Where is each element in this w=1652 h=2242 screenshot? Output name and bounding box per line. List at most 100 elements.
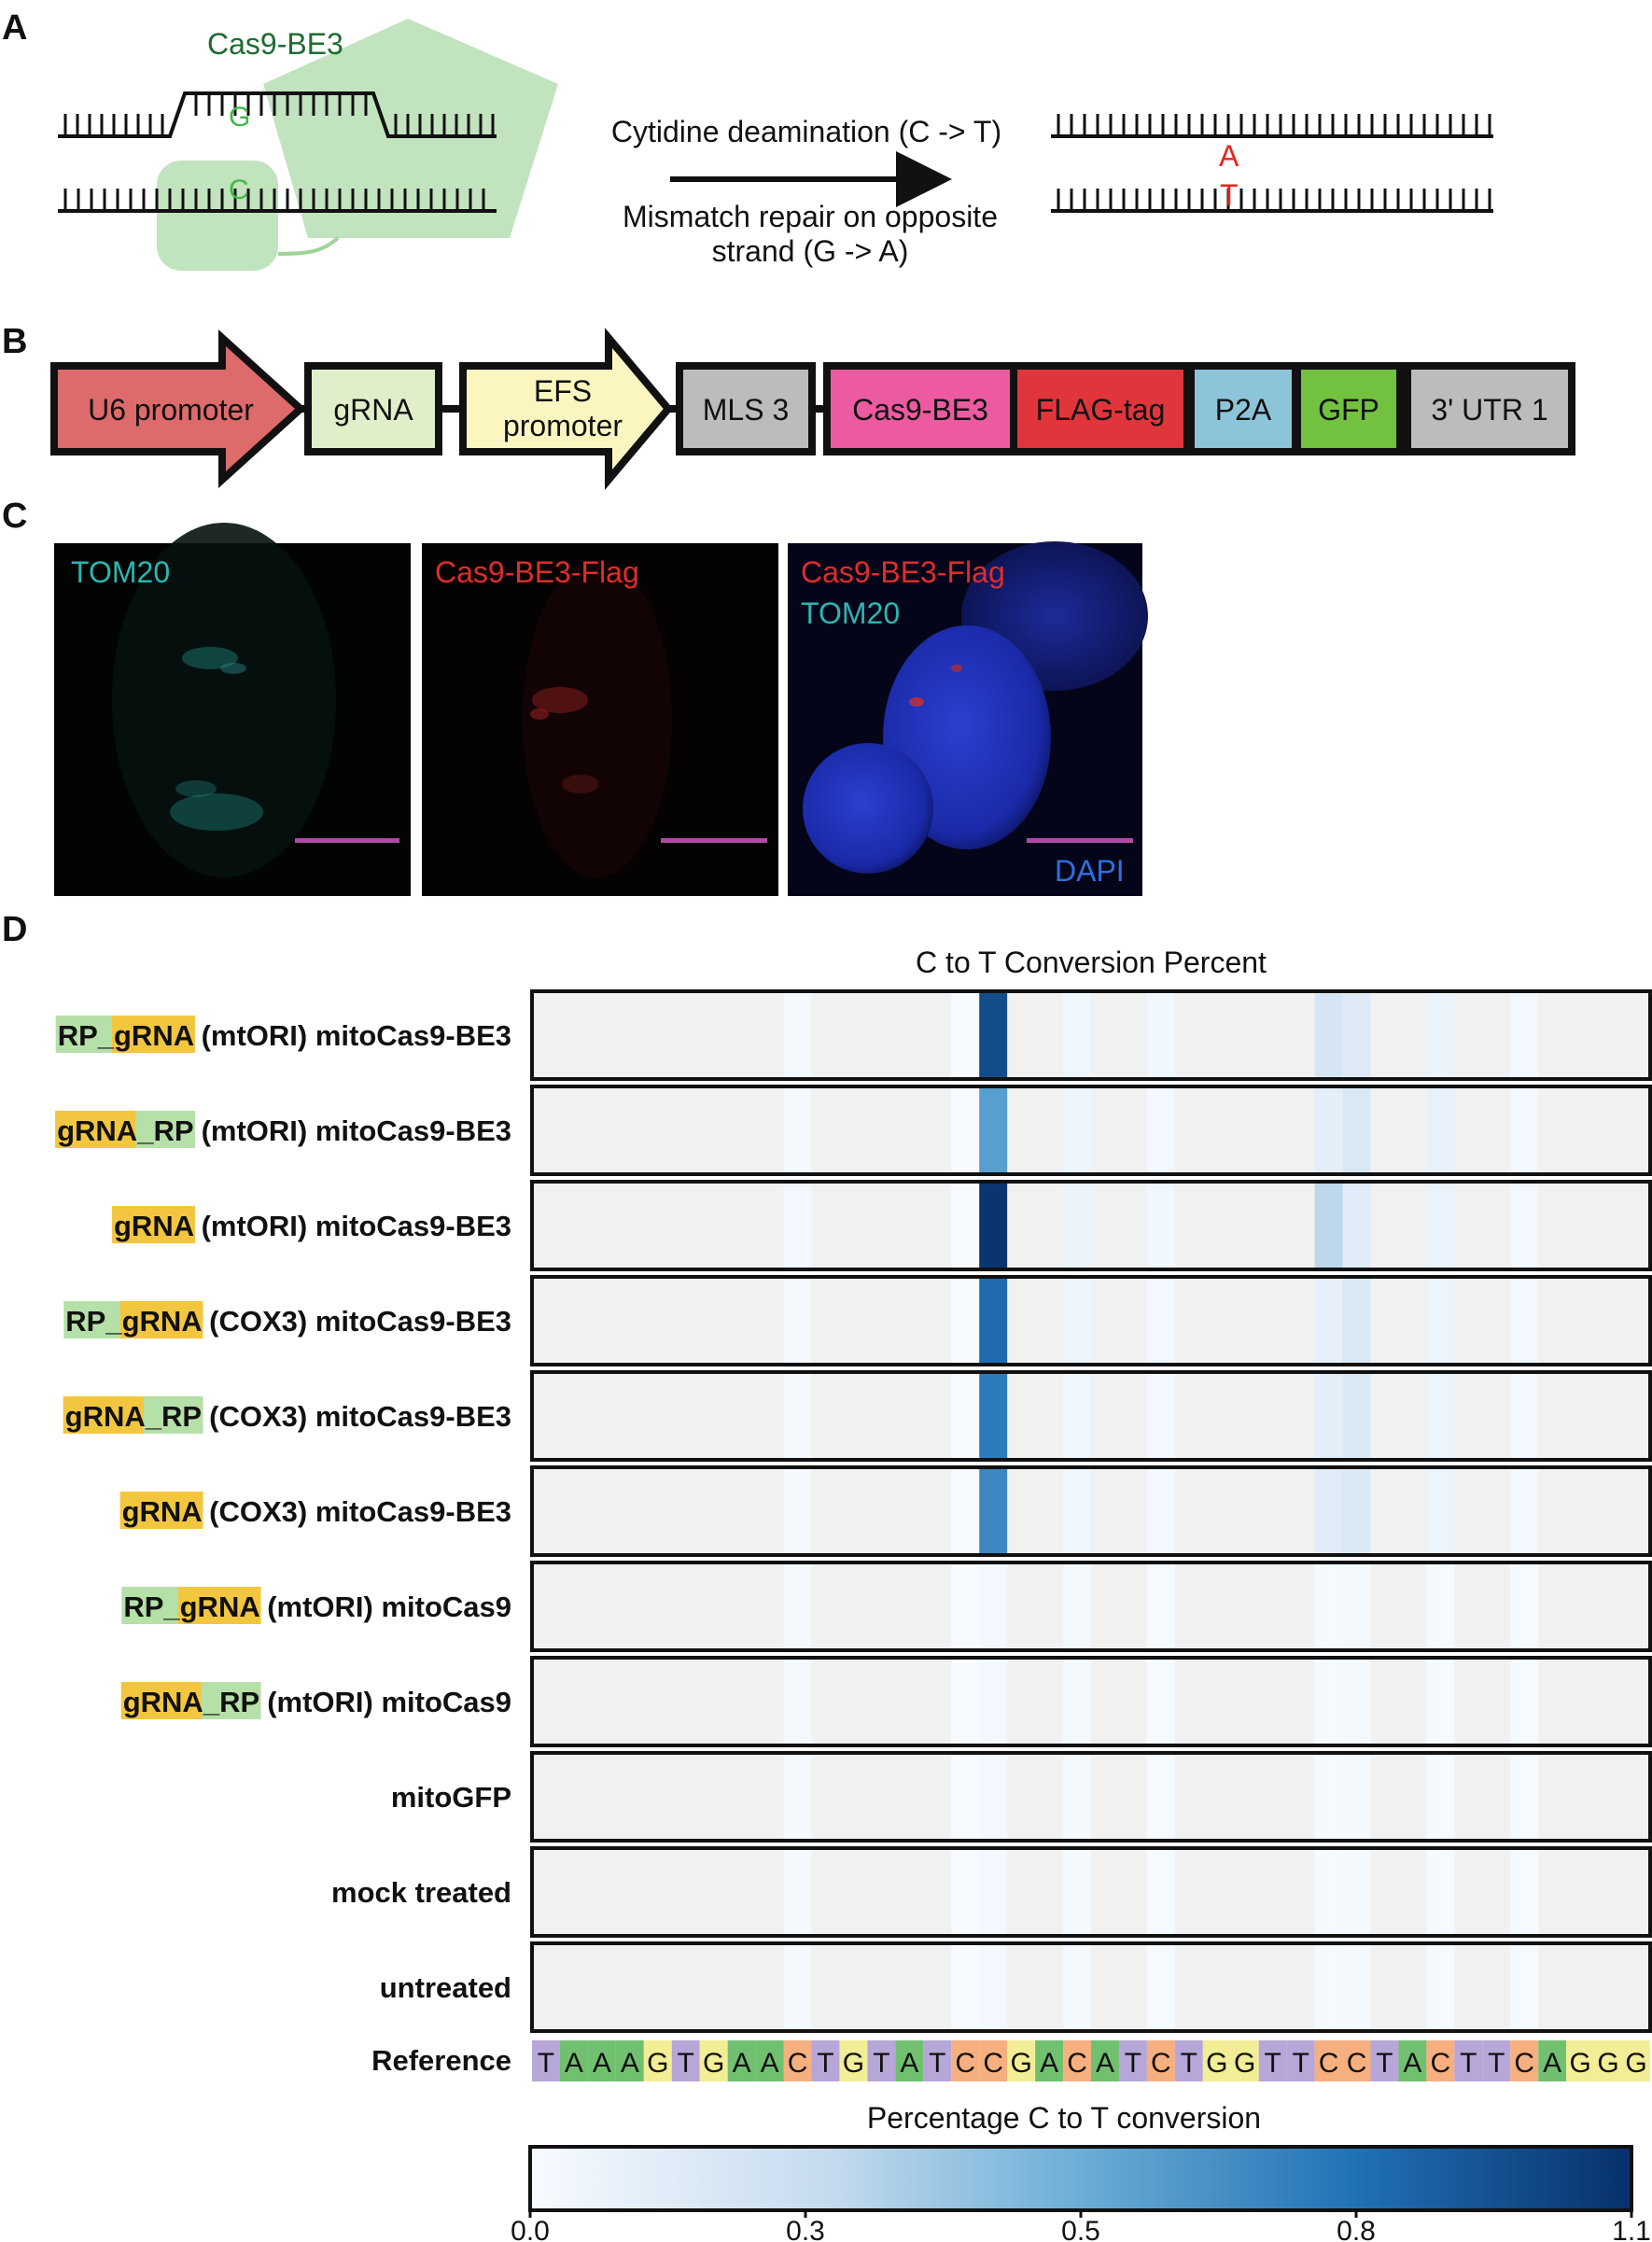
colorbar-title: Percentage C to T conversion — [867, 2101, 1261, 2135]
row-label-part: (COX3) mitoCas9-BE3 — [202, 1305, 511, 1338]
reference-base: T — [1460, 2048, 1477, 2079]
reference-base: G — [1206, 2048, 1227, 2079]
flag-tag-box — [1010, 362, 1191, 455]
colorbar-tick-label: 0.8 — [1337, 2216, 1376, 2242]
micrograph-merge: Cas9-BE3-Flag TOM20 DAPI — [788, 541, 1148, 896]
heatmap-cell — [1342, 1184, 1371, 1268]
reference-base-box — [1342, 2040, 1371, 2081]
merge-flag-label: Cas9-BE3-Flag — [801, 555, 1005, 589]
reference-base: T — [1125, 2048, 1141, 2079]
deaminase-domain-shape — [157, 161, 278, 271]
reference-base-box — [1482, 2040, 1511, 2081]
reference-base-box — [1063, 2040, 1091, 2081]
row-label-part: mock treated — [331, 1876, 511, 1909]
heatmap-cell — [979, 993, 1008, 1077]
micrograph-tom20: TOM20 — [54, 523, 411, 896]
heatmap-row-border — [530, 1561, 1652, 1652]
heatmap-cell — [783, 1660, 812, 1744]
heatmap-cell — [1146, 1850, 1175, 1934]
reference-base-box — [783, 2040, 812, 2081]
reference-base-box — [923, 2040, 952, 2081]
heatmap-cell — [951, 1279, 980, 1363]
colorbar-tick-label: 0.5 — [1061, 2216, 1100, 2242]
heatmap-cell — [783, 1564, 812, 1648]
reference-base: T — [1376, 2048, 1393, 2079]
heatmap-cell — [783, 1945, 812, 2029]
panel-letter-a: A — [2, 8, 27, 48]
gfp-label: GFP — [1318, 393, 1379, 427]
heatmap-cell — [1426, 1184, 1455, 1268]
heatmap-cell — [951, 1850, 980, 1934]
panel-letter-d: D — [2, 910, 27, 949]
gfp-box — [1294, 362, 1404, 455]
efs-promoter-arrow — [459, 328, 674, 490]
tom20-label: TOM20 — [71, 555, 170, 589]
arrow-text-bottom-2: strand (G -> A) — [712, 234, 909, 268]
heatmap-cell — [1426, 1374, 1455, 1458]
reference-base: C — [1431, 2048, 1451, 2079]
reference-base: A — [761, 2048, 779, 2079]
micrograph-flag: Cas9-BE3-Flag — [422, 543, 778, 896]
heatmap-cell — [1510, 1945, 1539, 2029]
reference-base-box — [1454, 2040, 1483, 2081]
top-base-g: G — [229, 102, 250, 133]
heatmap-cell — [951, 1945, 980, 2029]
row-label-part: gRNA — [114, 1019, 194, 1052]
row-label-part: gRNA — [65, 1400, 146, 1433]
row-label: RP_gRNA (mtORI) mitoCas9-BE3 — [58, 1019, 511, 1052]
row-label-highlight — [177, 1587, 261, 1624]
row-label-highlight — [120, 1682, 205, 1719]
merge-tom20-label: TOM20 — [801, 596, 900, 630]
reference-base: T — [929, 2048, 945, 2079]
heatmap-cell — [783, 1850, 812, 1934]
reference-base-box — [1007, 2040, 1036, 2081]
heatmap-cell — [1342, 1088, 1371, 1172]
cas9-be3-label: Cas9-BE3 — [207, 27, 343, 61]
reference-base: T — [538, 2048, 554, 2079]
reference-base-box — [1286, 2040, 1315, 2081]
reference-base: C — [788, 2048, 808, 2079]
reference-base-box — [587, 2040, 616, 2081]
reference-base-box — [1426, 2040, 1455, 2081]
reference-base-box — [559, 2040, 588, 2081]
row-label-part: gRNA — [123, 1686, 203, 1718]
reference-base-box — [1174, 2040, 1203, 2081]
reference-base-box — [1230, 2040, 1259, 2081]
heatmap-cell — [1510, 1469, 1539, 1553]
heatmap-cell — [1426, 1279, 1455, 1363]
reference-base: G — [1569, 2048, 1590, 2079]
reference-base-box — [1202, 2040, 1231, 2081]
reference-base: A — [593, 2048, 611, 2079]
reference-base-box — [1091, 2040, 1119, 2081]
result-base-t: T — [1220, 178, 1239, 212]
heatmap-row-border — [530, 989, 1652, 1081]
reference-base: G — [843, 2048, 864, 2079]
reference-base-box — [1035, 2040, 1064, 2081]
row-label-part: gRNA — [180, 1590, 260, 1623]
heatmap-cell — [1146, 1945, 1175, 2029]
heatmap-cell — [1063, 1755, 1091, 1839]
row-label-highlight — [119, 1301, 203, 1338]
heatmap-cell — [1426, 1088, 1455, 1172]
heatmap-cell — [1342, 1469, 1371, 1553]
heatmap-cell — [979, 1945, 1008, 2029]
row-label-highlight — [112, 1206, 195, 1243]
reference-base: C — [1151, 2048, 1171, 2079]
heatmap-row-border — [530, 1275, 1652, 1366]
heatmap-row-border — [530, 1180, 1652, 1271]
heatmap-cell — [979, 1564, 1008, 1648]
grna-box — [304, 362, 442, 455]
row-label-highlight — [121, 1587, 182, 1624]
reference-base-box — [1118, 2040, 1147, 2081]
reference-base: A — [733, 2048, 751, 2079]
reference-base-box — [532, 2040, 560, 2081]
reference-base: C — [1319, 2048, 1339, 2079]
row-label-part: (mtORI) mitoCas9 — [259, 1686, 511, 1718]
reference-base-box — [895, 2040, 924, 2081]
heatmap-cell — [783, 993, 812, 1077]
heatmap-cell — [1314, 1945, 1343, 2029]
heatmap-cell — [1426, 1469, 1455, 1553]
